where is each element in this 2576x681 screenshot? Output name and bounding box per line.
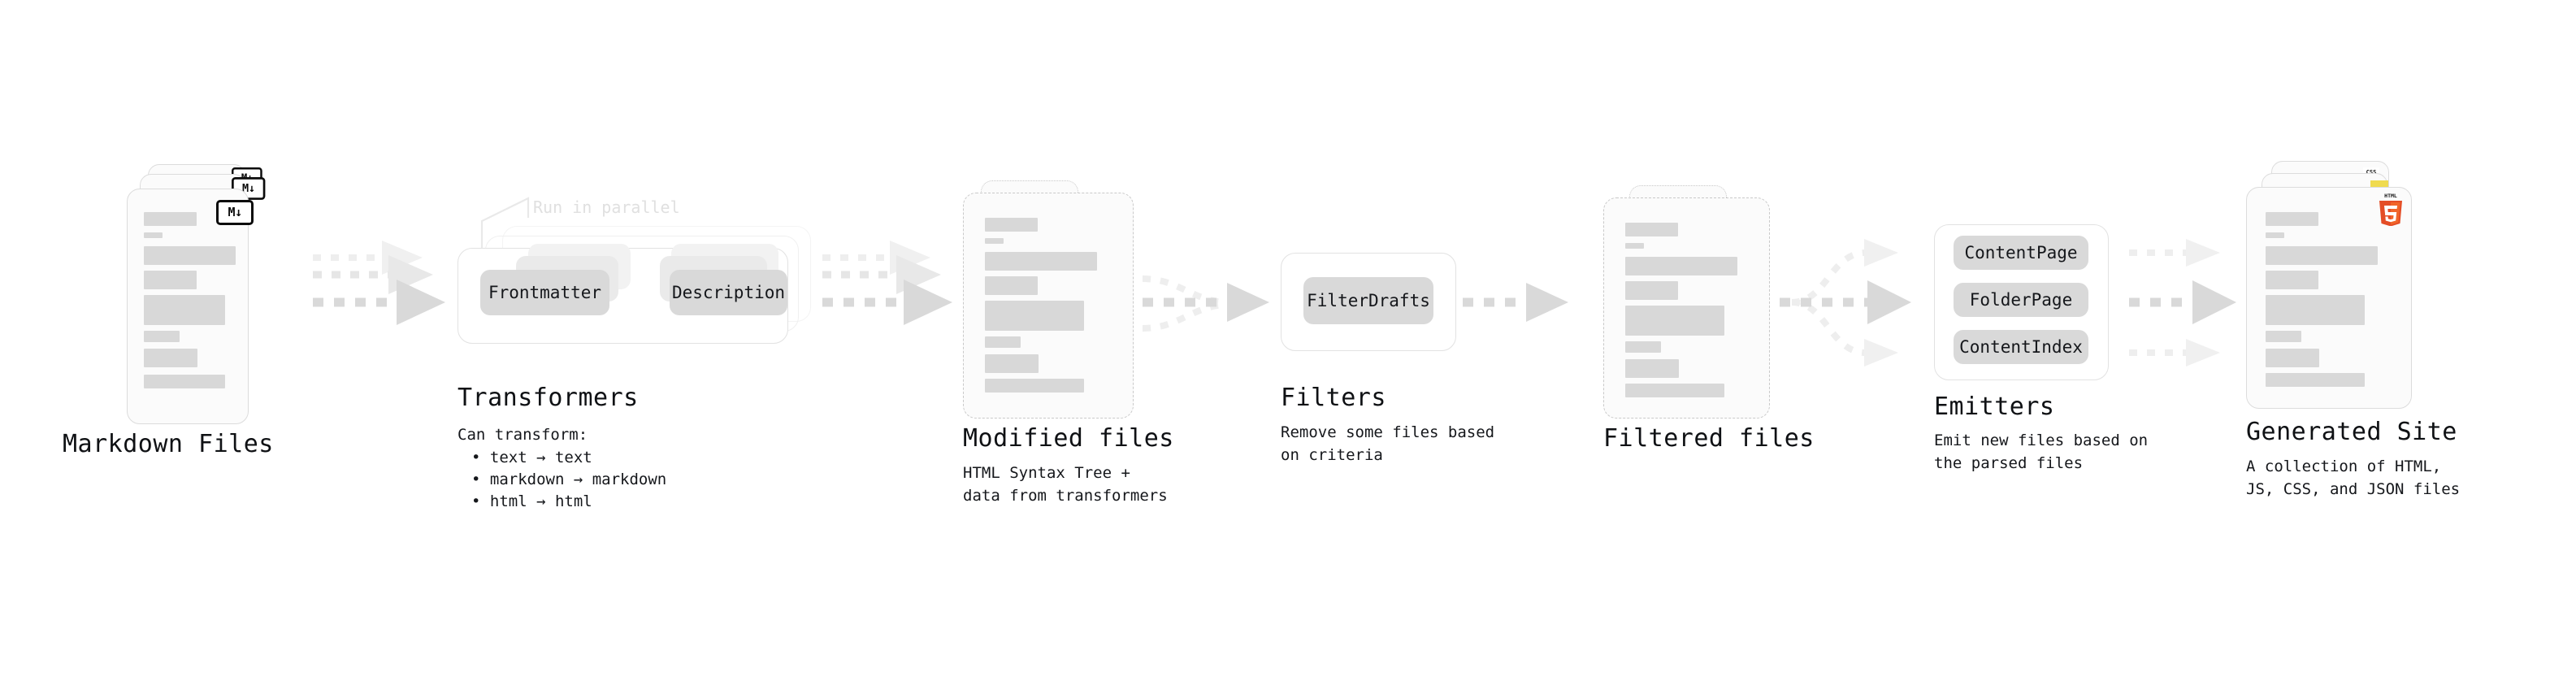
stage-title-emitters: Emitters [1934, 393, 2055, 421]
doc-bar [144, 246, 236, 265]
chip-contentindex[interactable]: ContentIndex [1954, 330, 2088, 364]
doc-bar [985, 252, 1097, 271]
chip-frontmatter[interactable]: Frontmatter [480, 270, 609, 315]
markdown-card-front [127, 189, 249, 424]
stage-subtitle-transformers: Can transform: [458, 426, 588, 444]
stage-title-modified-files: Modified files [963, 424, 1174, 453]
doc-bar [985, 276, 1038, 295]
doc-bar [1625, 223, 1678, 236]
stage-subtitle-emitters: Emit new files based on the parsed files [1934, 432, 2149, 472]
stage-title-generated-site: Generated Site [2246, 418, 2457, 446]
arrow-emitters-to-site [2129, 239, 2236, 367]
doc-bar [985, 218, 1038, 232]
run-in-parallel-label: Run in parallel [533, 197, 680, 217]
stage-subtitle-modified-files: HTML Syntax Tree + data from transformer… [963, 464, 1168, 505]
svg-text:CSS: CSS [2366, 169, 2377, 176]
doc-bar [144, 331, 180, 342]
modified-card-front [963, 193, 1134, 419]
doc-bar [985, 336, 1021, 348]
doc-bar [2266, 373, 2365, 387]
doc-bar [2266, 212, 2318, 226]
chip-contentpage[interactable]: ContentPage [1954, 236, 2088, 270]
doc-bar [2266, 349, 2319, 367]
doc-bar [2266, 271, 2318, 289]
doc-bar [1625, 359, 1679, 378]
doc-bar [1625, 281, 1678, 300]
doc-bar [1625, 341, 1661, 353]
doc-bar [2266, 331, 2301, 342]
transformers-bullet-1: • markdown → markdown [471, 471, 667, 488]
html5-badge: HTML [2377, 192, 2405, 227]
doc-bar [144, 375, 225, 388]
arrow-modified-to-filters [1142, 275, 1269, 332]
doc-bar [1625, 257, 1737, 275]
arrow-filtered-to-emitters [1780, 239, 1911, 367]
transformers-bullet-2: • html → html [471, 492, 592, 510]
markdown-badge-front: M↓ [216, 200, 254, 225]
doc-bar [2266, 246, 2378, 265]
doc-bar [144, 271, 197, 289]
doc-bar [985, 379, 1084, 393]
stage-subtitle-filters: Remove some files based on criteria [1281, 423, 1495, 464]
stage-title-filtered-files: Filtered files [1603, 424, 1815, 453]
arrow-markdown-to-transformers [313, 241, 445, 325]
doc-bar [144, 349, 197, 367]
doc-bar [2266, 232, 2284, 238]
arrow-transformers-to-modified [822, 241, 952, 325]
chip-folderpage[interactable]: FolderPage [1954, 283, 2088, 317]
svg-text:HTML: HTML [2384, 193, 2397, 199]
doc-bar [1625, 243, 1644, 249]
doc-bar [2266, 295, 2365, 325]
chip-description[interactable]: Description [670, 270, 787, 315]
stage-title-filters: Filters [1281, 384, 1386, 412]
filtered-card-front [1603, 197, 1770, 419]
stage-title-transformers: Transformers [458, 384, 639, 412]
doc-bar [144, 295, 225, 325]
chip-filterdrafts[interactable]: FilterDrafts [1303, 277, 1433, 324]
arrow-filters-to-filtered [1463, 283, 1568, 322]
transformers-bullet-0: • text → text [471, 449, 592, 466]
doc-bar [144, 212, 197, 226]
doc-bar [1625, 384, 1724, 397]
stage-title-markdown-files: Markdown Files [63, 430, 274, 458]
doc-bar [985, 354, 1039, 373]
stage-subtitle-generated-site: A collection of HTML, JS, CSS, and JSON … [2246, 458, 2461, 498]
doc-bar [985, 238, 1004, 244]
doc-bar [144, 232, 163, 238]
doc-bar [1625, 306, 1724, 336]
doc-bar [985, 301, 1084, 331]
